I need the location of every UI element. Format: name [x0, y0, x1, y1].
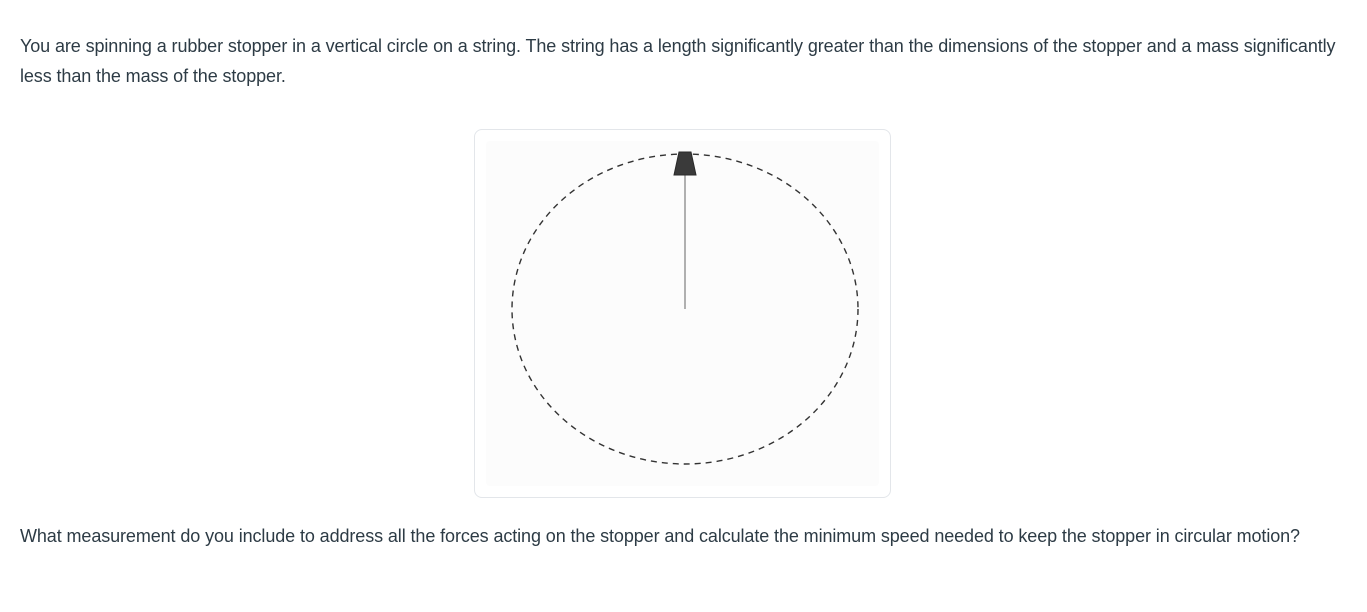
rubber-stopper-icon: [673, 151, 697, 176]
vertical-circle-diagram: [511, 151, 859, 465]
figure-frame: [474, 129, 891, 498]
question-description: You are spinning a rubber stopper in a v…: [20, 36, 1336, 86]
question-prompt: What measurement do you include to addre…: [20, 526, 1300, 546]
figure-canvas: [486, 141, 879, 486]
